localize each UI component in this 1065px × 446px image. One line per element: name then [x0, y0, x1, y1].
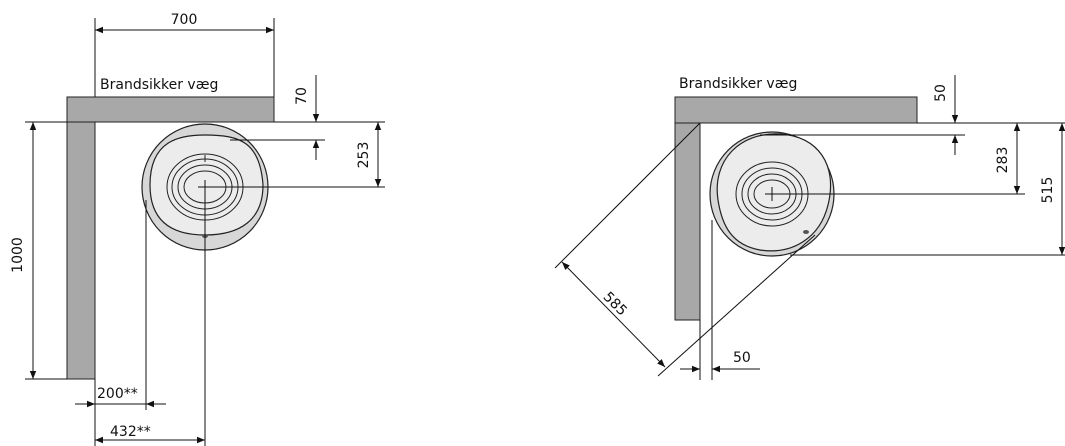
left-diagram: 700 Brandsikker væg 70 253 1000 200** 43…	[10, 12, 385, 446]
left-dim-top-width: 700	[171, 12, 198, 28]
left-top-wall	[66, 96, 275, 123]
left-dim-wall-gap: 70	[294, 87, 310, 105]
right-dim-wall-gap-top: 50	[933, 84, 949, 102]
left-wall-label: Brandsikker væg	[100, 77, 218, 93]
left-dim-side-clearance: 200**	[97, 386, 138, 402]
right-side-wall	[674, 122, 701, 321]
right-diagram: Brandsikker væg 50 283 515 585 50	[554, 75, 1065, 380]
left-dim-wall-length: 1000	[10, 237, 26, 273]
right-dim-center-depth: 283	[995, 147, 1011, 174]
right-top-wall	[674, 96, 918, 124]
left-side-wall	[66, 121, 96, 380]
left-dim-center-offset: 432**	[110, 424, 151, 440]
left-dim-center-depth: 253	[356, 142, 372, 169]
right-dim-overall-depth: 515	[1040, 177, 1056, 204]
right-dim-wall-gap-side: 50	[733, 350, 751, 366]
right-wall-label: Brandsikker væg	[679, 76, 797, 92]
right-dim-diagonal: 585	[600, 289, 630, 319]
